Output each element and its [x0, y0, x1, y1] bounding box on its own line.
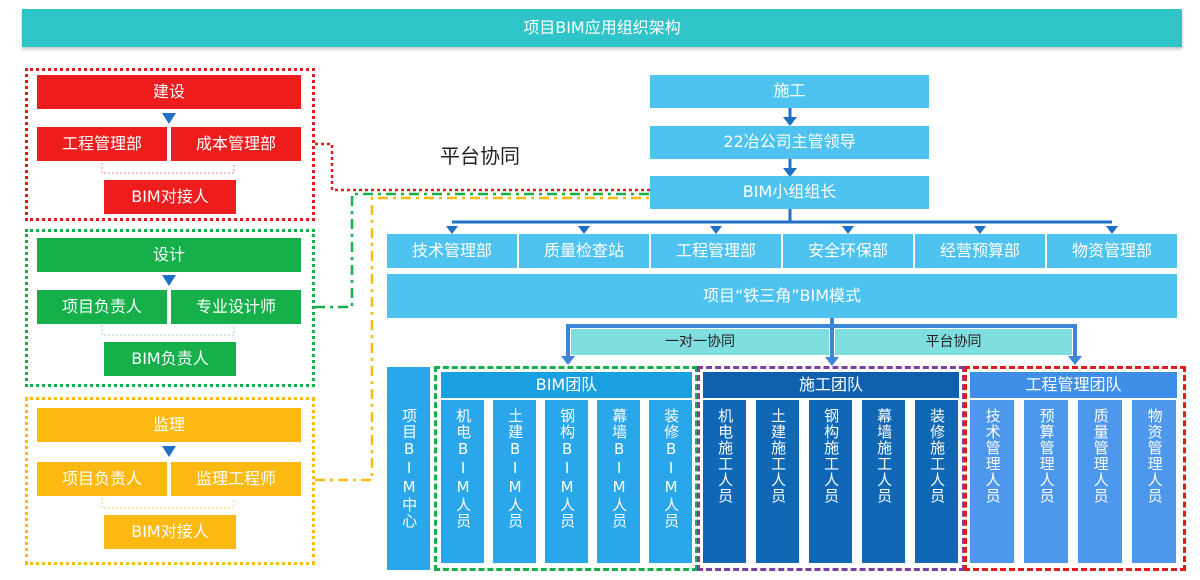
owner-frame — [25, 68, 315, 221]
contractor-head: 施工 — [650, 75, 929, 108]
dept-engineering: 工程管理部 — [651, 234, 781, 268]
design-head: 设计 — [37, 238, 301, 272]
owner-arrow — [162, 113, 176, 124]
dept-arrow-2 — [578, 226, 590, 234]
arrow-1-head — [783, 117, 797, 126]
management-team-frame — [964, 366, 1186, 571]
construction-member-steel: 钢构施工人员 — [809, 400, 852, 563]
dept-safety: 安全环保部 — [783, 234, 913, 268]
supervision-bim-contact: BIM对接人 — [104, 515, 236, 549]
supervision-head: 监理 — [37, 408, 301, 442]
construction-team-frame — [697, 366, 965, 571]
supervision-connector — [315, 196, 650, 482]
bim-group-leader: BIM小组组长 — [650, 176, 929, 209]
project-bim-center: 项目BIM中心 — [387, 367, 430, 570]
diagram-title: 项目BIM应用组织架构 — [22, 9, 1182, 47]
one-to-one-collab: 一对一协同 — [571, 329, 829, 355]
dept-arrow-3 — [710, 226, 722, 234]
arrow-2-head — [783, 168, 797, 177]
dept-arrow-4 — [842, 226, 854, 234]
iron-triangle-mode: 项目“铁三角”BIM模式 — [387, 274, 1177, 318]
bim-member-mep: 机电BIM人员 — [441, 400, 484, 563]
design-tie — [101, 325, 235, 336]
management-member-budget: 预算管理人员 — [1024, 400, 1068, 563]
platform-collab-label: 平台协同 — [440, 144, 520, 168]
construction-member-civil: 土建施工人员 — [756, 400, 799, 563]
design-frame — [25, 229, 315, 387]
supervision-project-lead: 项目负责人 — [37, 462, 167, 496]
bracket-arrow-right — [1068, 356, 1082, 365]
management-member-quality: 质量管理人员 — [1078, 400, 1122, 563]
platform-collab: 平台协同 — [835, 329, 1072, 355]
bim-member-decoration: 装修BIM人员 — [649, 400, 692, 563]
construction-member-decoration: 装修施工人员 — [915, 400, 958, 563]
management-member-materials: 物资管理人员 — [1132, 400, 1176, 563]
supervision-tie — [101, 498, 235, 509]
dept-arrow-1 — [446, 226, 458, 234]
bracket-arrow-left — [561, 356, 575, 365]
design-arrow — [162, 275, 176, 286]
construction-member-curtainwall: 幕墙施工人员 — [862, 400, 905, 563]
design-connector — [315, 192, 650, 309]
design-bim-lead: BIM负责人 — [104, 342, 236, 376]
dept-materials: 物资管理部 — [1047, 234, 1177, 268]
design-project-lead: 项目负责人 — [37, 290, 167, 324]
owner-head: 建设 — [37, 75, 301, 109]
owner-connector — [315, 142, 650, 192]
mode-arrow — [825, 357, 839, 366]
bim-member-steel: 钢构BIM人员 — [545, 400, 588, 563]
bim-member-curtainwall: 幕墙BIM人员 — [597, 400, 640, 563]
owner-bim-contact: BIM对接人 — [104, 180, 236, 214]
bim-team-frame — [434, 366, 698, 571]
owner-engineering-dept: 工程管理部 — [37, 127, 167, 161]
owner-tie — [101, 163, 235, 174]
dept-technical: 技术管理部 — [387, 234, 517, 268]
dept-arrow-5 — [974, 226, 986, 234]
supervision-engineer: 监理工程师 — [171, 462, 301, 496]
construction-team-head: 施工团队 — [703, 372, 959, 398]
design-designer: 专业设计师 — [171, 290, 301, 324]
management-team-head: 工程管理团队 — [970, 372, 1177, 398]
company-leader: 22冶公司主管领导 — [650, 126, 929, 159]
owner-cost-dept: 成本管理部 — [171, 127, 301, 161]
bim-team-head: BIM团队 — [441, 372, 692, 398]
supervision-frame — [25, 397, 315, 565]
dept-budget: 经营预算部 — [915, 234, 1045, 268]
construction-member-mep: 机电施工人员 — [703, 400, 746, 563]
dept-arrow-6 — [1106, 226, 1118, 234]
mode-bracket — [566, 324, 1077, 358]
supervision-arrow — [162, 446, 176, 457]
bim-member-civil: 土建BIM人员 — [493, 400, 536, 563]
management-member-technical: 技术管理人员 — [970, 400, 1014, 563]
dept-quality: 质量检查站 — [519, 234, 649, 268]
